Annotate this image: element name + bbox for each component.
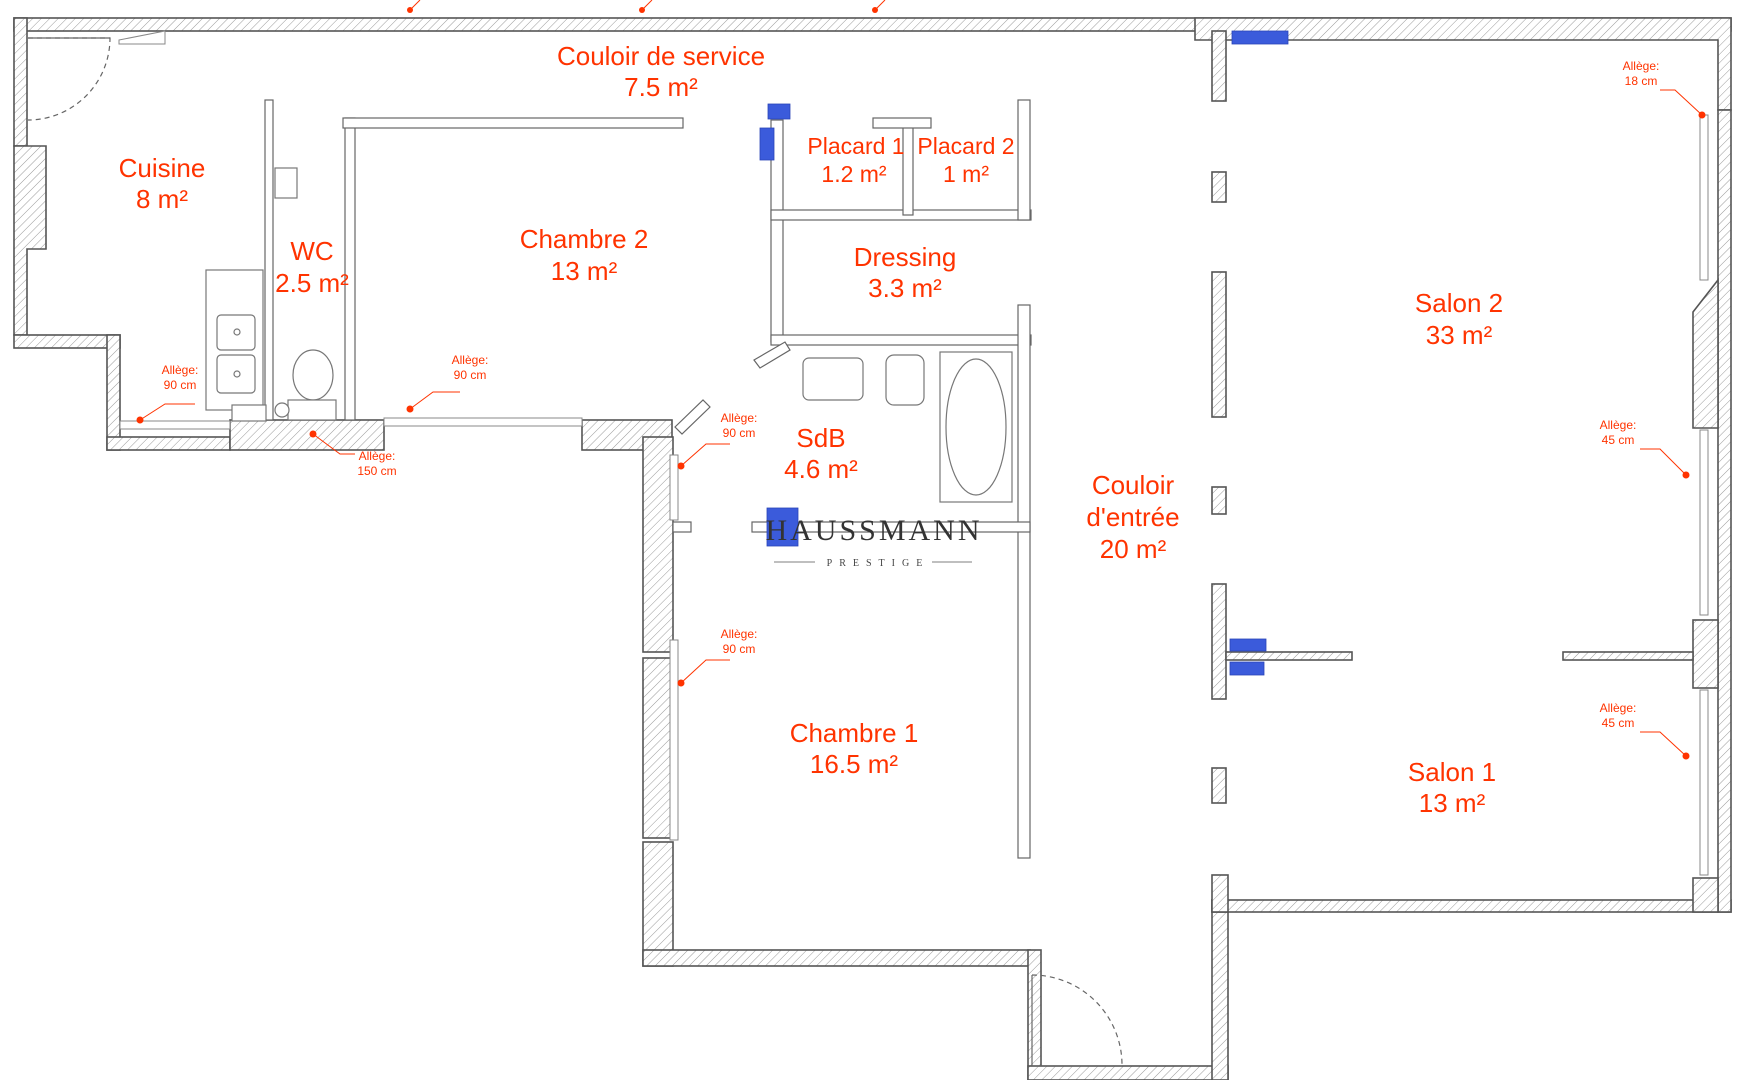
allege-cuisine: Allège: 90 cm — [136, 363, 199, 424]
allege-label: Allège: — [721, 627, 758, 641]
room-couloir-service-area: 7.5 m² — [624, 72, 698, 102]
allege-wc: Allège: 150 cm — [309, 430, 397, 478]
room-sdb-name: SdB — [796, 423, 845, 453]
room-couloir-service-name: Couloir de service — [557, 41, 765, 71]
radiator — [767, 103, 791, 120]
allege-value: 45 cm — [1602, 716, 1635, 730]
windows — [119, 114, 1709, 876]
room-couloir-entree-area: 20 m² — [1100, 534, 1167, 564]
room-cuisine-name: Cuisine — [119, 153, 206, 183]
room-chambre2-name: Chambre 2 — [520, 224, 649, 254]
allege-value: 90 cm — [454, 368, 487, 382]
fixtures — [205, 167, 1013, 503]
room-cuisine-area: 8 m² — [136, 184, 188, 214]
allege-value: 90 cm — [723, 426, 756, 440]
radiator — [766, 507, 799, 547]
room-salon2-area: 33 m² — [1426, 320, 1493, 350]
room-placard2-area: 1 m² — [943, 161, 989, 187]
allege-salon2-top: Allège: 18 cm — [1623, 59, 1706, 119]
room-salon1-name: Salon 1 — [1408, 757, 1496, 787]
allege-salon1: Allège: 45 cm — [1600, 701, 1690, 760]
room-wc-name: WC — [290, 236, 333, 266]
allege-label: Allège: — [1623, 59, 1660, 73]
allege-salon2-mid: Allège: 45 cm — [1600, 418, 1690, 479]
allege-label: Allège: — [162, 363, 199, 377]
brand-tagline: PRESTIGE — [827, 558, 930, 569]
allege-value: 90 cm — [723, 642, 756, 656]
allege-value: 45 cm — [1602, 433, 1635, 447]
room-chambre1-name: Chambre 1 — [790, 718, 919, 748]
allege-value: 150 cm — [357, 464, 396, 478]
room-wc-area: 2.5 m² — [275, 268, 349, 298]
allege-label: Allège: — [1600, 418, 1637, 432]
allege-chambre2: Allège: 90 cm — [406, 353, 489, 413]
allege-chambre1: Allège: 90 cm — [677, 627, 758, 687]
sill-annotations: Allège: 90 cm Allège: 150 cm Allège: 90 … — [136, 59, 1706, 760]
allege-label: Allège: — [452, 353, 489, 367]
room-salon2-name: Salon 2 — [1415, 288, 1503, 318]
allege-value: 18 cm — [1625, 74, 1658, 88]
room-salon1-area: 13 m² — [1419, 788, 1486, 818]
room-placard1-name: Placard 1 — [807, 133, 904, 159]
radiator — [1229, 661, 1265, 676]
radiator — [1229, 638, 1267, 652]
room-sdb-area: 4.6 m² — [784, 454, 858, 484]
allege-label: Allège: — [721, 411, 758, 425]
room-chambre1-area: 16.5 m² — [810, 749, 898, 779]
allege-label: Allège: — [1600, 701, 1637, 715]
allege-value: 90 cm — [164, 378, 197, 392]
radiator — [759, 127, 775, 161]
room-placard2-name: Placard 2 — [917, 133, 1014, 159]
room-placard1-area: 1.2 m² — [821, 161, 887, 187]
room-couloir-entree-name-line1: Couloir — [1092, 470, 1175, 500]
brand-watermark: HAUSSMANN PRESTIGE — [765, 514, 982, 569]
allege-sdb: Allège: 90 cm — [677, 411, 758, 470]
room-dressing-name: Dressing — [854, 242, 957, 272]
radiators — [759, 30, 1289, 676]
brand-name: HAUSSMANN — [765, 514, 982, 547]
room-couloir-entree-name-line2: d'entrée — [1086, 502, 1179, 532]
interior-walls — [264, 30, 1694, 859]
room-chambre2-area: 13 m² — [551, 256, 618, 286]
doors — [27, 30, 1123, 1067]
exterior-walls — [13, 17, 1732, 1080]
radiator — [1231, 30, 1289, 45]
top-edge-markers — [407, 0, 886, 13]
room-dressing-area: 3.3 m² — [868, 273, 942, 303]
room-labels: Couloir de service 7.5 m² Cuisine 8 m² W… — [119, 41, 1503, 818]
allege-label: Allège: — [359, 449, 396, 463]
